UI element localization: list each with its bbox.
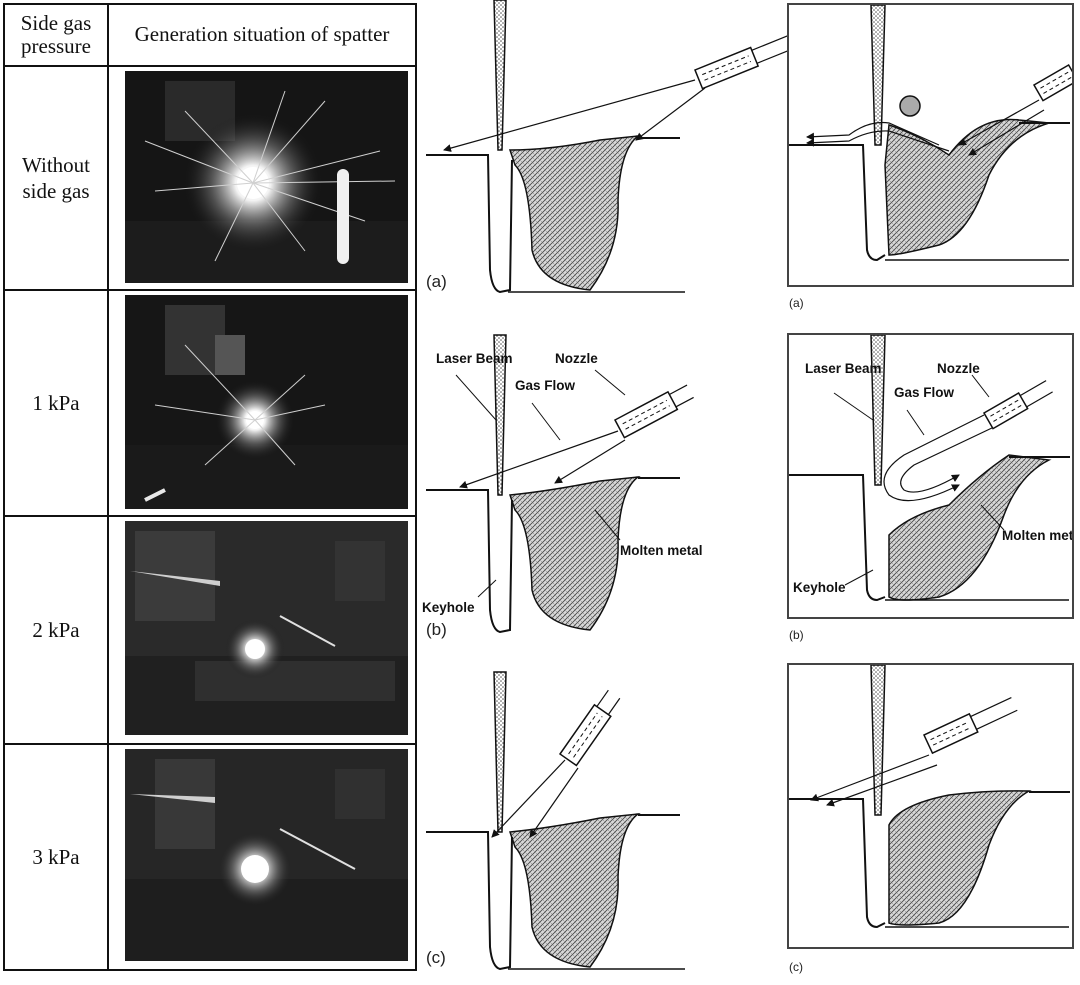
keyhole-diagram-right-b: Laser Beam Gas Flow Nozzle Molten metal … xyxy=(787,333,1080,619)
panel-label: (b) xyxy=(426,620,447,639)
row-divider xyxy=(5,289,415,291)
keyhole-diagram-right-a xyxy=(787,3,1079,287)
row-label-1kpa: 1 kPa xyxy=(32,390,80,415)
column-divider xyxy=(107,5,109,969)
row-label-2kpa: 2 kPa xyxy=(32,617,80,642)
header-spatter-generation: Generation situation of spatter xyxy=(134,22,390,47)
callout-keyhole: Keyhole xyxy=(793,580,846,595)
callout-laser-beam: Laser Beam xyxy=(436,351,513,366)
spatter-photo-2kpa xyxy=(125,521,408,735)
panel-label: (a) xyxy=(789,296,804,310)
callout-gas-flow: Gas Flow xyxy=(894,385,955,400)
panel-label: (c) xyxy=(426,948,446,967)
callout-molten-metal: Molten metal xyxy=(620,543,703,558)
header-side-gas-pressure: Side gas pressure xyxy=(20,10,92,58)
panel-label: (a) xyxy=(426,272,447,291)
keyhole-diagram-middle-a: (a) xyxy=(420,0,795,300)
callout-keyhole: Keyhole xyxy=(422,600,475,615)
panel-label: (b) xyxy=(789,628,804,642)
row-divider xyxy=(5,65,415,67)
callout-gas-flow: Gas Flow xyxy=(515,378,576,393)
row-divider xyxy=(5,743,415,745)
spatter-table: Side gas pressure Generation situation o… xyxy=(3,3,417,971)
keyhole-diagram-middle-b: Laser Beam Gas Flow Nozzle Molten metal … xyxy=(420,334,703,639)
keyhole-diagram-middle-c: (c) xyxy=(420,671,690,972)
callout-laser-beam: Laser Beam xyxy=(805,361,882,376)
callout-nozzle: Nozzle xyxy=(555,351,598,366)
spatter-photo-1kpa xyxy=(125,295,408,509)
callout-molten-metal: Molten metal xyxy=(1002,528,1072,543)
callout-nozzle: Nozzle xyxy=(937,361,980,376)
spatter-photo-3kpa xyxy=(125,749,408,961)
spatter-photo-without-side-gas xyxy=(125,71,408,283)
row-label-without-side-gas: Without side gas xyxy=(22,152,90,203)
row-divider xyxy=(5,515,415,517)
panel-label: (c) xyxy=(789,960,803,974)
keyhole-diagram-right-c xyxy=(787,663,1074,949)
row-label-3kpa: 3 kPa xyxy=(32,844,80,869)
